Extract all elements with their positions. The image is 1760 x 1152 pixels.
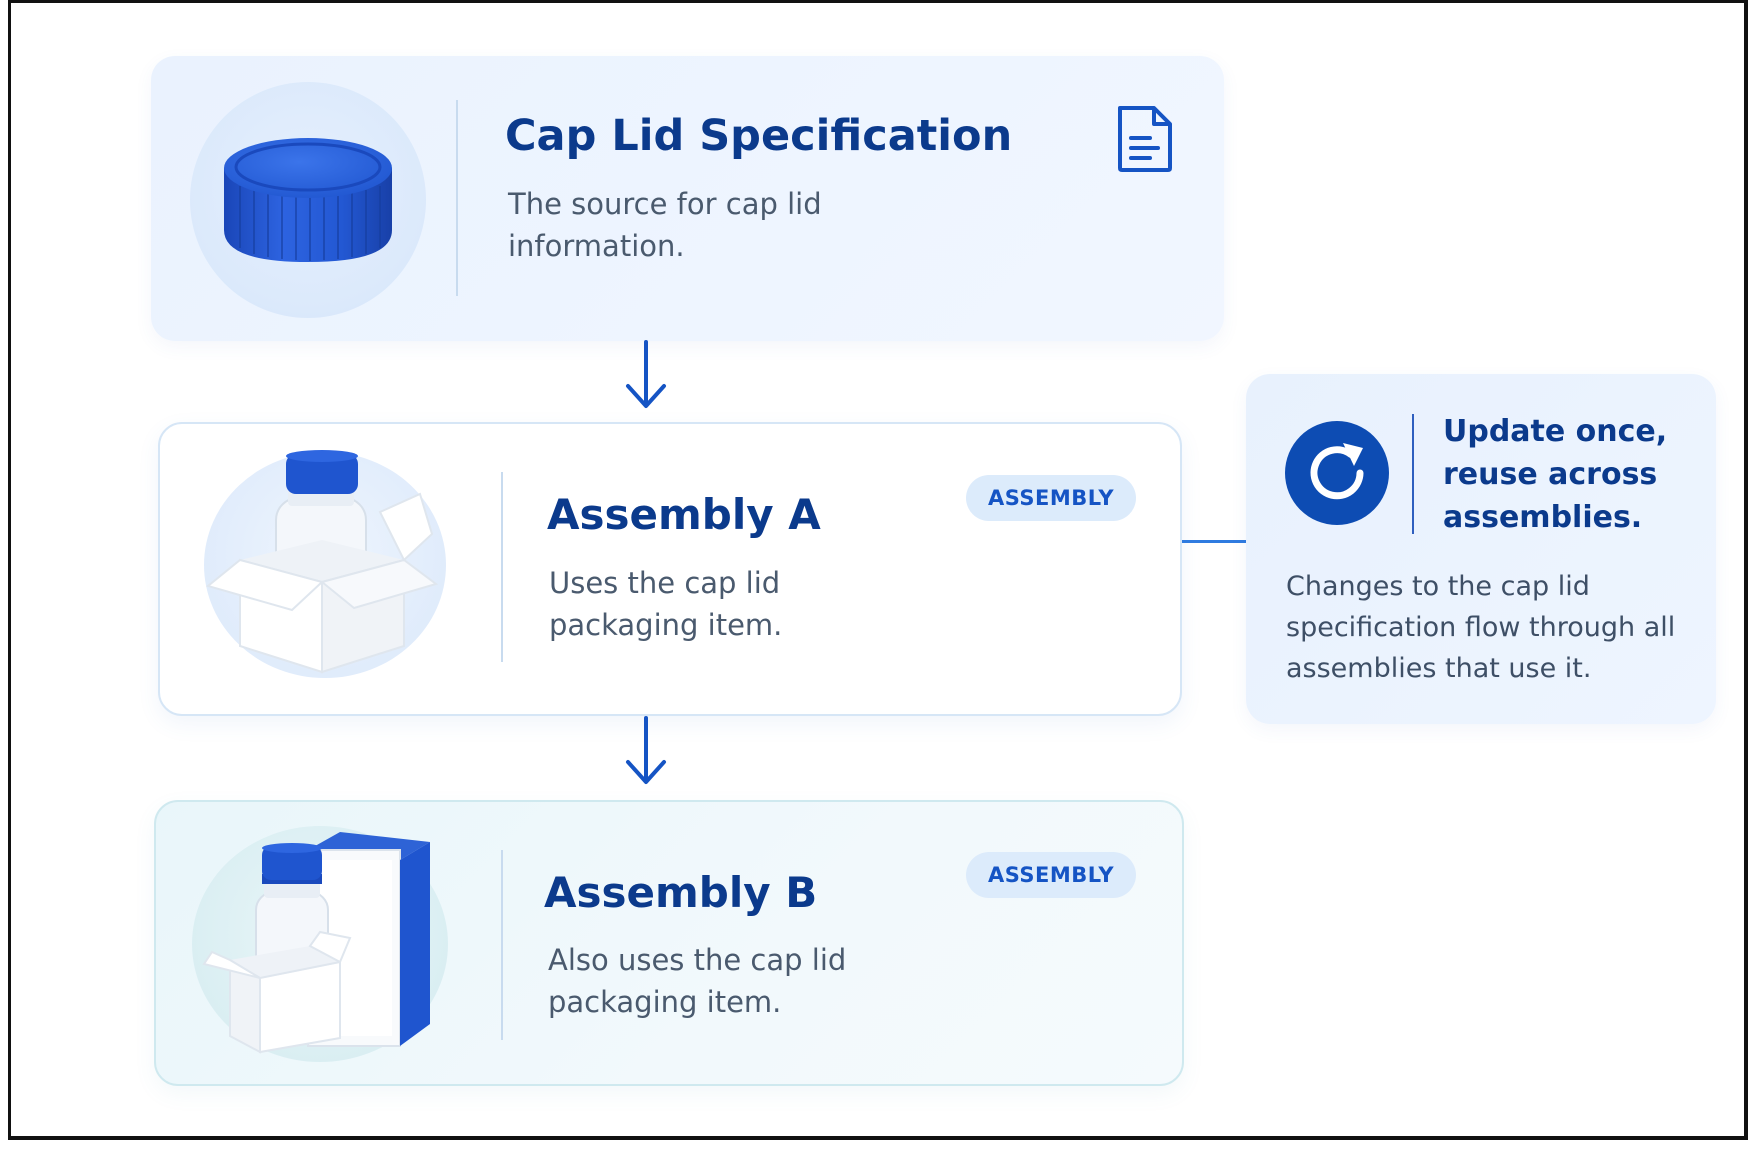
- down-arrow-icon: [626, 340, 666, 408]
- refresh-icon: [1285, 421, 1389, 525]
- assembly-b-title: Assembly B: [544, 868, 818, 917]
- assembly-a-badge: ASSEMBLY: [966, 475, 1136, 521]
- document-icon: [1118, 106, 1172, 172]
- cap-lid-image: [224, 138, 392, 262]
- assembly-a-divider: [501, 472, 503, 662]
- note-title: Update once, reuse across assemblies.: [1443, 414, 1668, 535]
- spec-title: Cap Lid Specification: [505, 111, 1013, 161]
- assembly-a-description: Uses the cap lid packaging item.: [549, 566, 783, 642]
- down-arrow-icon: [626, 716, 666, 784]
- spec-divider: [456, 100, 458, 296]
- note-text: Changes to the cap lid specification flo…: [1286, 571, 1676, 684]
- connector-line: [1182, 540, 1246, 543]
- assembly-b-divider: [501, 850, 503, 1040]
- assembly-b-badge: ASSEMBLY: [966, 852, 1136, 898]
- bottle-in-box-image: [205, 450, 439, 674]
- assembly-b-description: Also uses the cap lid packaging item.: [548, 943, 847, 1019]
- assembly-a-title: Assembly A: [547, 490, 821, 539]
- bottle-box-carton-image: [202, 832, 430, 1054]
- note-divider: [1412, 414, 1414, 534]
- spec-description: The source for cap lid information.: [508, 187, 822, 263]
